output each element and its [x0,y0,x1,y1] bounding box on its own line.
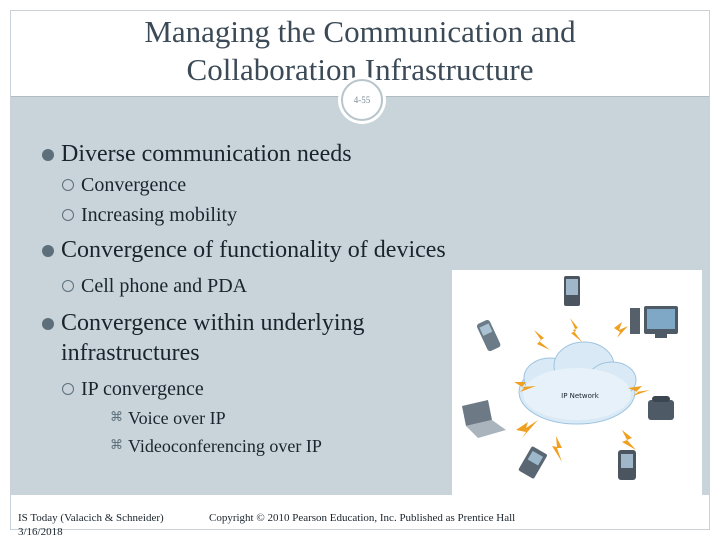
ip-network-svg: IP Network [462,276,678,480]
telephone-icon [648,396,674,420]
bullet-level1-infrastructure: Convergence within underlying [61,310,365,336]
bullet-marker [42,318,54,330]
bullet-marker-x: ⌘ [110,410,123,425]
bullet-level1-infrastructure-cont: infrastructures [61,340,200,366]
slide-title: Managing the Communication and Collabora… [11,13,709,89]
slide-number: 4-55 [353,95,371,105]
pda-icon [564,276,580,306]
footer-copyright: Copyright © 2010 Pearson Education, Inc.… [209,512,516,524]
bullet-level1-diverse: Diverse communication needs [61,141,352,167]
slide-frame [10,10,710,530]
bullet-marker [62,179,74,191]
bullet-level2-mobility: Increasing mobility [81,204,238,226]
cloud-shape [518,341,637,425]
slide-title-line-1: Managing the Communication and [144,14,576,49]
bullet-marker [62,280,74,292]
bullet-level3-video: Videoconferencing over IP [128,436,322,456]
ip-network-diagram: IP Network [452,270,702,495]
bullet-level2-convergence: Convergence [81,174,187,196]
desktop-computer-icon [630,306,678,338]
satellite-icon [518,446,547,479]
footer-source: IS Today (Valacich & Schneider) [18,512,164,524]
bullet-level1-devices: Convergence of functionality of devices [61,237,446,263]
cell-phone-icon [476,319,501,352]
bullet-level2-ip: IP convergence [81,378,204,400]
bullet-marker [62,209,74,221]
bullet-marker-x: ⌘ [110,438,123,453]
bullet-marker [62,383,74,395]
bullet-level2-cellphone: Cell phone and PDA [81,275,248,297]
bullet-marker [42,149,54,161]
bullet-marker [42,245,54,257]
handheld-icon [618,450,636,480]
slide-number-badge: 4-55 [341,79,383,121]
cloud-label: IP Network [561,392,600,400]
lightning-icon [514,318,650,462]
footer-date: 3/16/2018 [18,526,63,538]
laptop-icon [462,400,506,438]
bullet-level3-voip: Voice over IP [128,408,226,428]
